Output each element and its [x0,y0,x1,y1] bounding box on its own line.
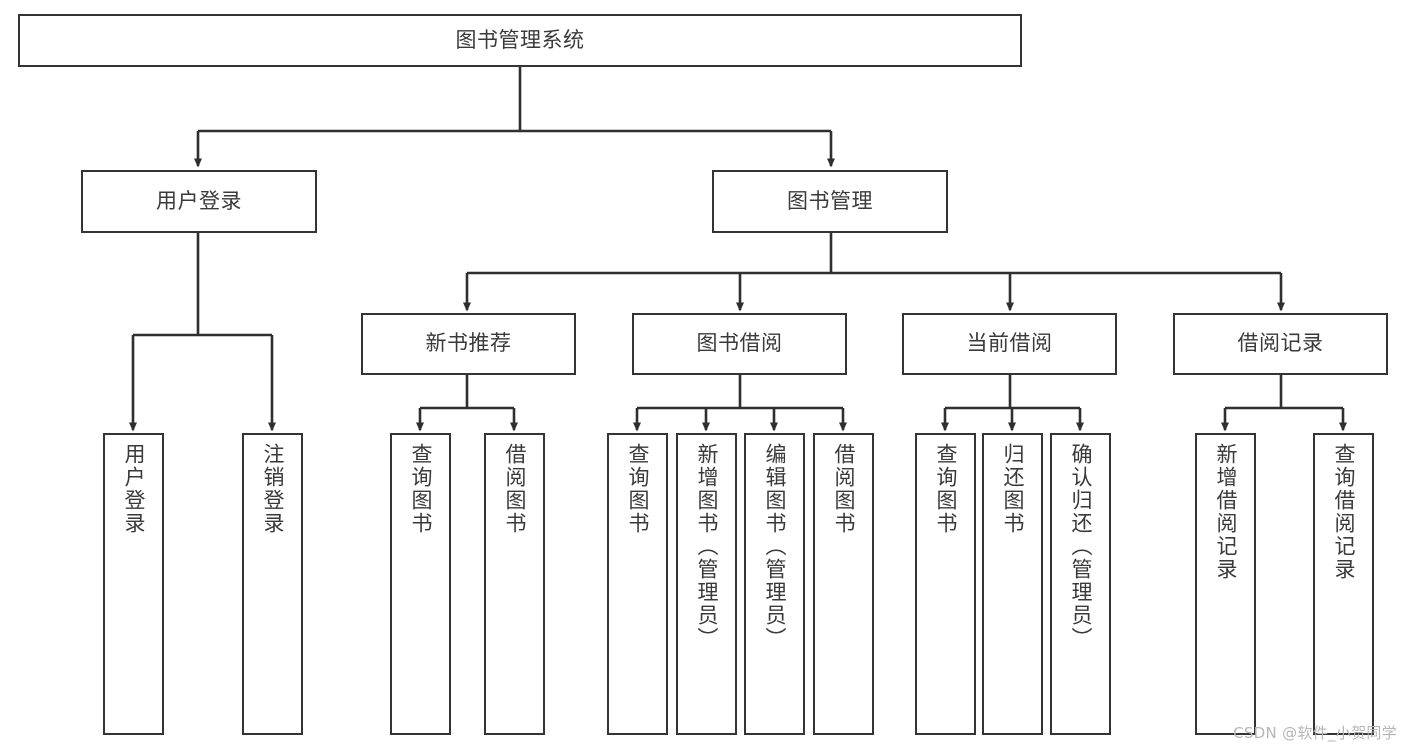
leaf-query-book-borrow[interactable]: 查询图书 [607,433,668,735]
leaf-borrow-book[interactable]: 借阅图书 [813,433,874,735]
leaf-query-borrow-record[interactable]: 查询借阅记录 [1313,433,1374,735]
node-label: 查询图书 [408,443,433,535]
leaf-confirm-return-admin[interactable]: 确认归还（管理员） [1050,433,1111,735]
leaf-query-book-rec[interactable]: 查询图书 [390,433,451,735]
node-label: 确认归还（管理员） [1068,443,1093,650]
node-label: 图书管理 [787,188,873,213]
node-label: 注销登录 [260,443,285,535]
node-current-borrow[interactable]: 当前借阅 [902,313,1117,375]
node-label: 新书推荐 [425,331,512,356]
node-label: 用户登录 [121,443,146,535]
node-label: 查询图书 [625,443,650,535]
node-label: 查询图书 [933,443,958,535]
leaf-return-book[interactable]: 归还图书 [982,433,1043,735]
node-label: 借阅图书 [502,443,527,535]
leaf-logout[interactable]: 注销登录 [242,433,303,735]
node-borrow-record[interactable]: 借阅记录 [1173,313,1388,375]
node-new-book-recommend[interactable]: 新书推荐 [361,313,576,375]
leaf-user-login[interactable]: 用户登录 [103,433,164,735]
node-label: 编辑图书（管理员） [762,443,787,650]
leaf-edit-book-admin[interactable]: 编辑图书（管理员） [744,433,805,735]
leaf-add-borrow-record[interactable]: 新增借阅记录 [1195,433,1256,735]
node-book-manage[interactable]: 图书管理 [712,170,948,233]
node-label: 借阅图书 [831,443,856,535]
node-label: 新增图书（管理员） [694,443,719,650]
leaf-query-book-current[interactable]: 查询图书 [915,433,976,735]
node-label: 归还图书 [1000,443,1025,535]
node-label: 新增借阅记录 [1213,443,1238,581]
node-user-login[interactable]: 用户登录 [81,170,317,233]
node-label: 借阅记录 [1237,331,1324,356]
leaf-add-book-admin[interactable]: 新增图书（管理员） [676,433,737,735]
node-label: 查询借阅记录 [1331,443,1356,581]
node-book-borrow[interactable]: 图书借阅 [632,313,847,375]
node-label: 图书管理系统 [455,27,585,52]
node-root-system[interactable]: 图书管理系统 [18,14,1022,67]
leaf-borrow-book-rec[interactable]: 借阅图书 [484,433,545,735]
node-label: 用户登录 [156,188,242,213]
node-label: 当前借阅 [966,331,1053,356]
node-label: 图书借阅 [696,331,783,356]
csdn-watermark: CSDN @软件_小贺同学 [1233,724,1397,742]
